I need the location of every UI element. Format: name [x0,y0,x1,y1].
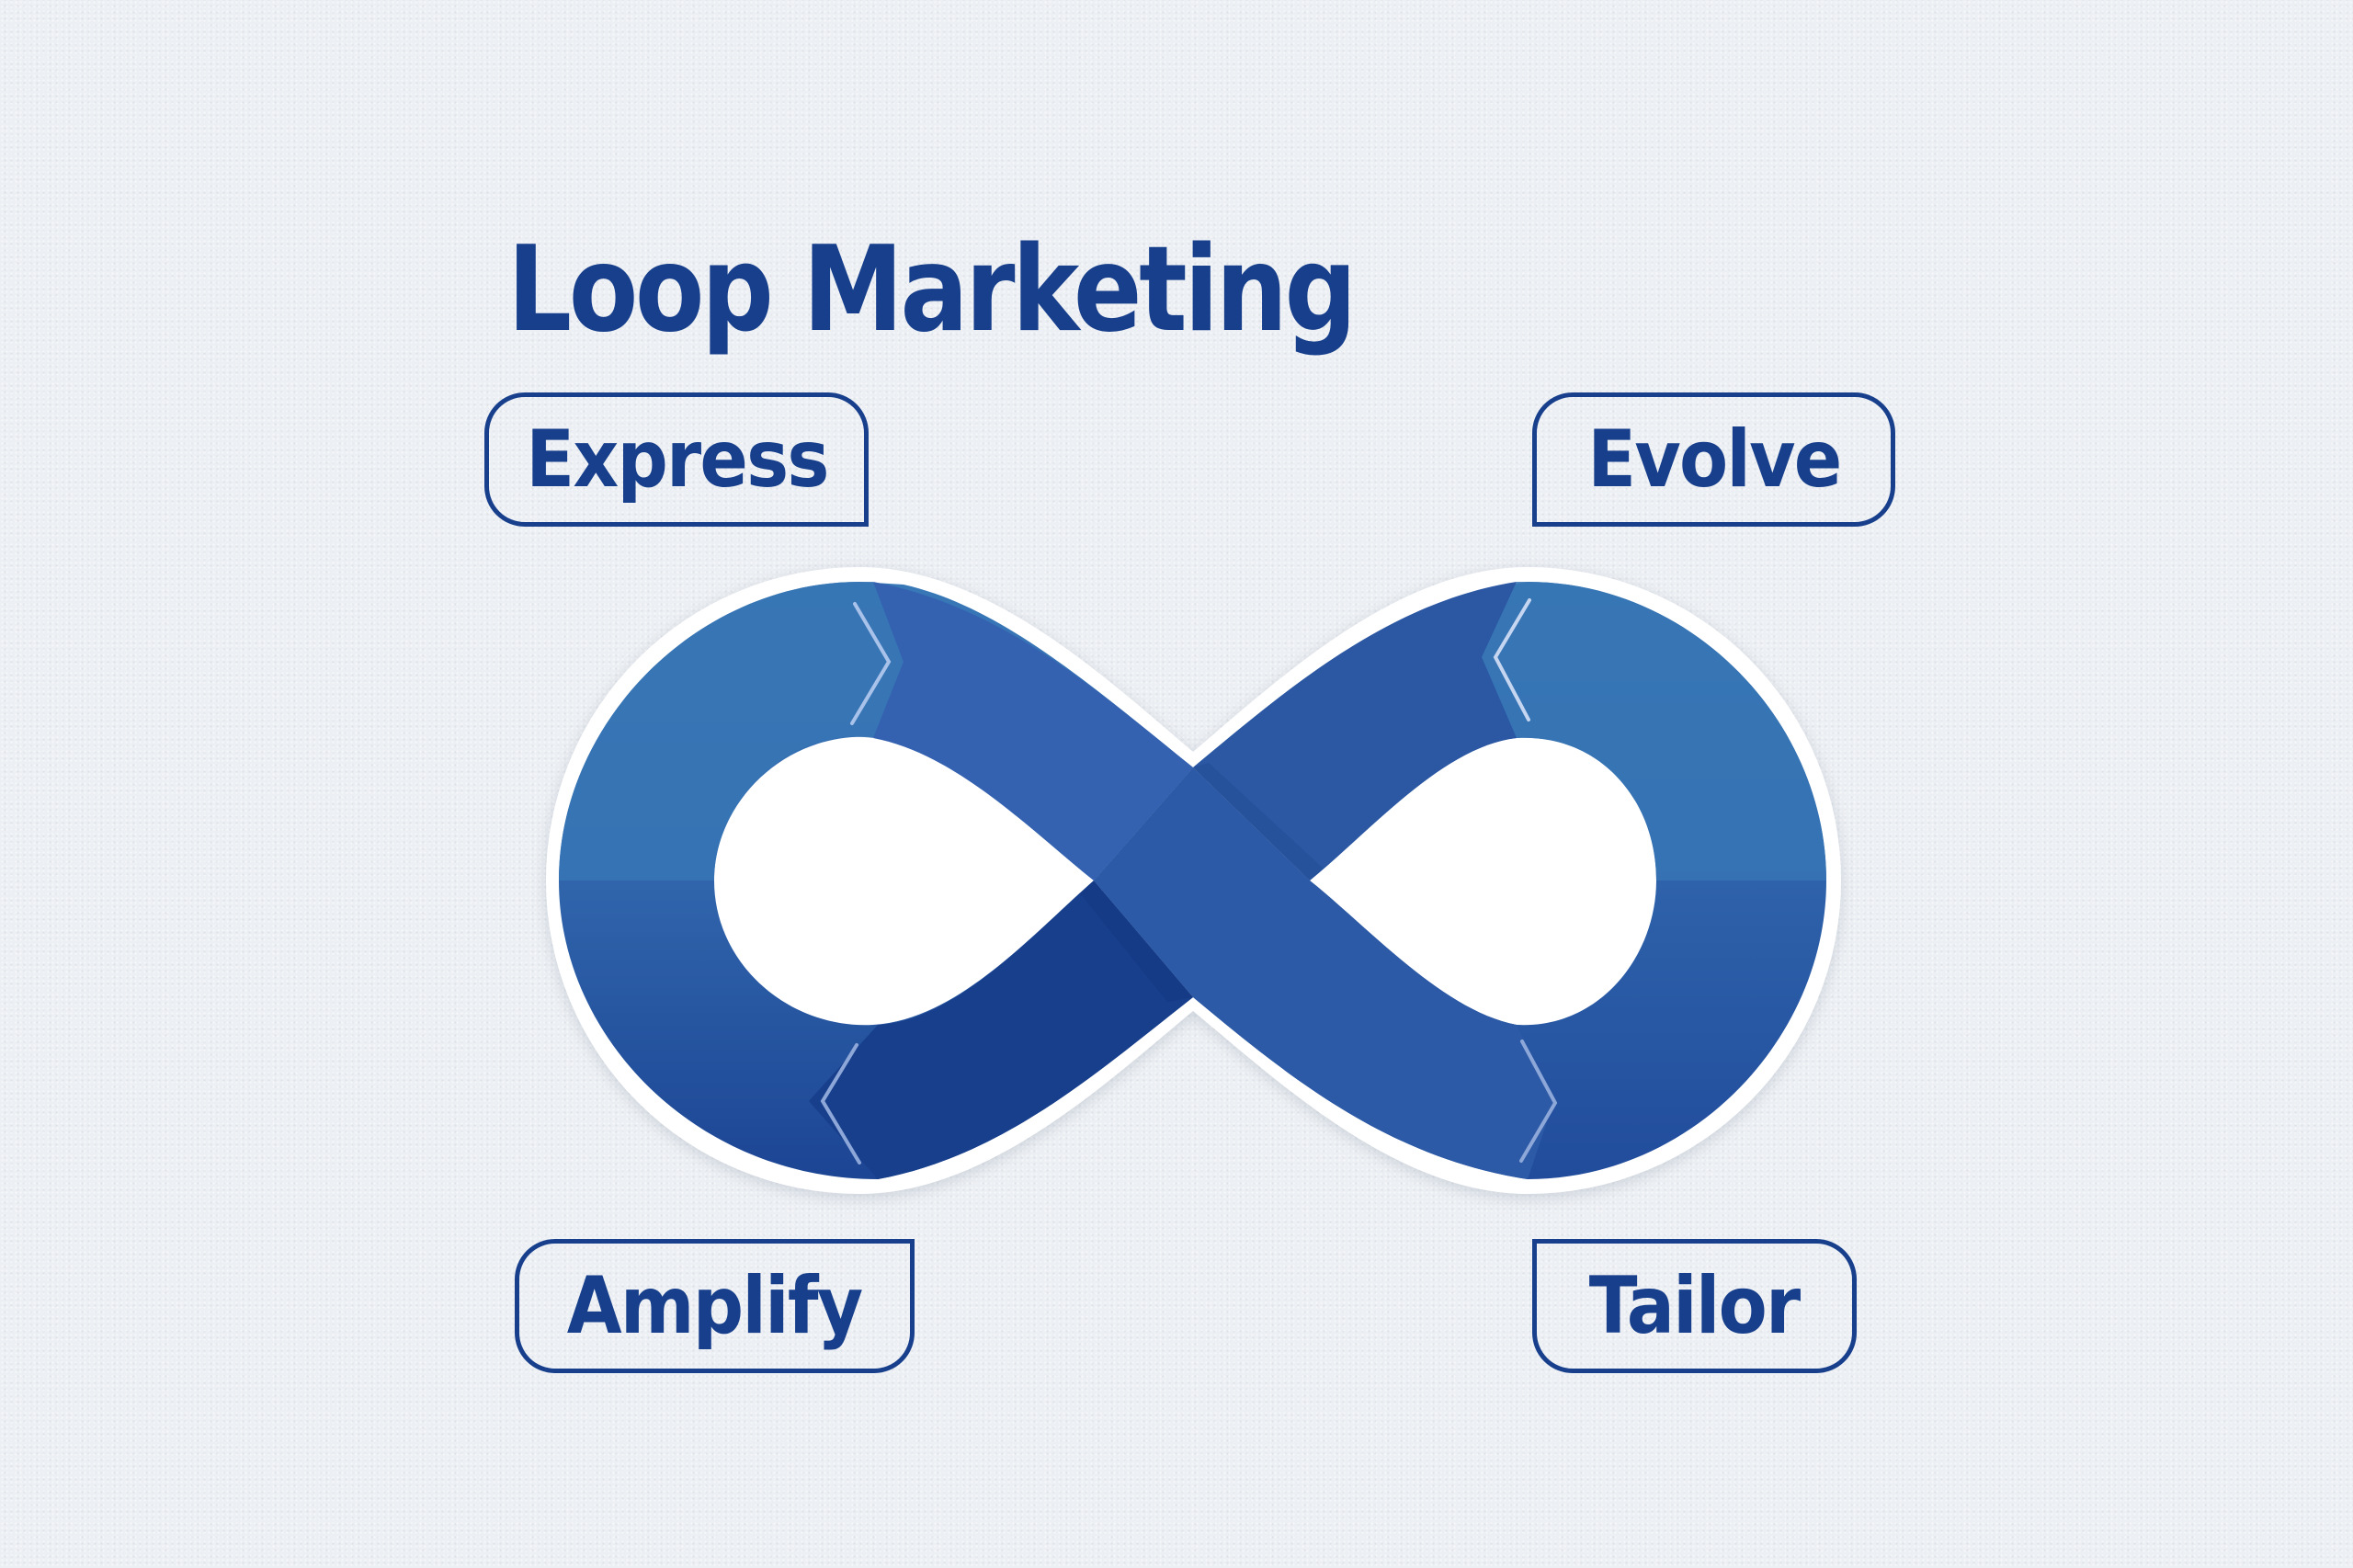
segment-evolve [1482,582,1826,881]
stage-tailor-box: Tailor [1532,1239,1857,1373]
stage-label: Amplify [567,1260,863,1352]
stage-evolve-box: Evolve [1532,392,1895,527]
stage-label: Express [525,414,829,506]
stage-express-box: Express [484,392,869,527]
chevron-right-icon [1519,1040,1558,1163]
chevron-left-icon [1493,598,1531,722]
segment-express-mid [873,582,1193,881]
segment-express [559,582,904,881]
stage-amplify-box: Amplify [515,1239,915,1373]
chevron-right-icon [850,602,892,725]
chevron-left-icon [820,1043,861,1165]
band-cross-top [1094,767,1553,1179]
segment-amplify-dark [809,881,1193,1179]
stage-label: Tailor [1589,1260,1801,1352]
stage-label: Evolve [1586,414,1842,506]
page-title: Loop Marketing [507,222,1357,358]
